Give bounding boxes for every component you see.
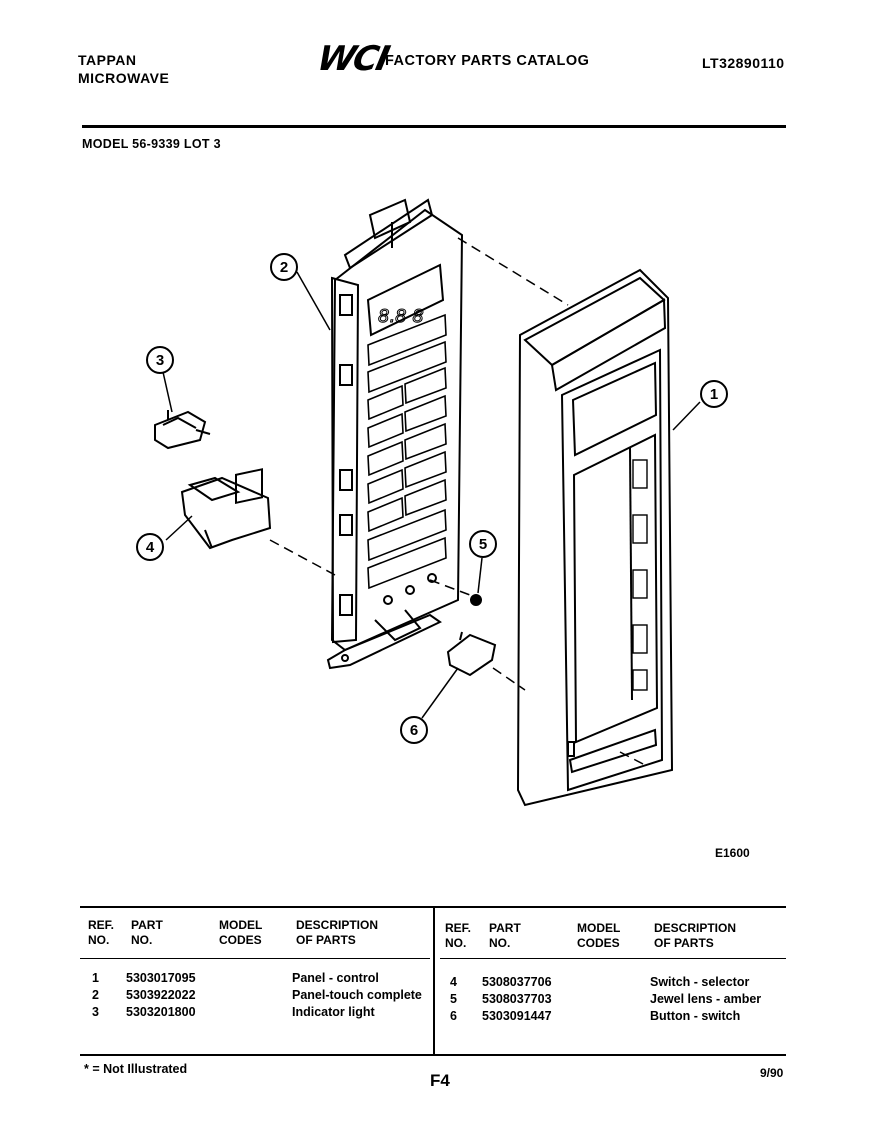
table-row: 3 [92, 1004, 99, 1021]
page-code: F4 [430, 1071, 450, 1090]
diagram-code: E1600 [715, 846, 750, 860]
callout-1 [700, 380, 728, 408]
callout-3 [146, 346, 174, 374]
svg-text:8.8 8: 8.8 8 [378, 306, 424, 327]
callout-label-1: 1 [710, 386, 718, 403]
callout-5 [469, 530, 497, 558]
table-bottom-rule [80, 1054, 786, 1056]
desc-cell: Indicator light [292, 1005, 375, 1019]
table-row: 6 [450, 1008, 457, 1025]
callout-4 [136, 533, 164, 561]
table-row: 2 [92, 987, 99, 1004]
header-ref-no: REF.NO. [88, 918, 115, 947]
product-name: MICROWAVE [78, 70, 170, 86]
callout-label-2: 2 [280, 259, 288, 276]
ref-cell: 3 [92, 1005, 99, 1019]
part-cell: 5308037703 [482, 992, 552, 1006]
table-top-rule [80, 906, 786, 908]
jewel-lens-drawing [470, 594, 482, 606]
exploded-parts-diagram: 8.8 8 [136, 198, 728, 807]
ref-cell: 2 [92, 988, 99, 1002]
desc-cell: Panel - control [292, 971, 379, 985]
not-illustrated-note: * = Not Illustrated [84, 1062, 188, 1076]
part-cell: 5308037706 [482, 975, 552, 989]
header-ref-no-right: REF.NO. [445, 921, 472, 950]
desc-cell: Button - switch [650, 1009, 741, 1023]
callout-6 [400, 716, 428, 744]
table-divider [433, 908, 435, 1056]
callout-label-5: 5 [479, 536, 487, 553]
callout-label-6: 6 [410, 722, 418, 739]
touch-panel-drawing: 8.8 8 [326, 198, 464, 670]
table-header-rule-right [440, 958, 786, 959]
table-row: 4 [450, 974, 457, 991]
indicator-light-drawing [154, 410, 211, 450]
callout-2 [270, 253, 298, 281]
print-date: 9/90 [760, 1066, 784, 1080]
catalog-number: LT32890110 [702, 55, 785, 71]
part-cell: 5303922022 [126, 988, 196, 1002]
ref-cell: 4 [450, 975, 457, 989]
callout-label-3: 3 [156, 352, 164, 369]
control-panel-drawing [516, 268, 674, 807]
header-rule [82, 125, 786, 128]
part-cell: 5303017095 [126, 971, 196, 985]
part-cell: 5303201800 [126, 1005, 196, 1019]
catalog-title: FACTORY PARTS CATALOG [385, 53, 590, 69]
table-row: 1 [92, 970, 99, 987]
ref-cell: 1 [92, 971, 99, 985]
table-row: 5 [450, 991, 457, 1008]
button-switch-drawing [446, 631, 497, 677]
ref-cell: 6 [450, 1009, 457, 1023]
ref-cell: 5 [450, 992, 457, 1006]
desc-cell: Jewel lens - amber [650, 992, 762, 1006]
table-header-rule-left [80, 958, 430, 959]
callout-label-4: 4 [146, 539, 155, 556]
model-line: MODEL 56-9339 LOT 3 [82, 137, 221, 151]
wci-logo: WCI [313, 39, 392, 79]
desc-cell: Switch - selector [650, 975, 750, 989]
brand-name: TAPPAN [78, 52, 137, 68]
part-cell: 5303091447 [482, 1009, 552, 1023]
selector-switch-drawing [180, 468, 272, 550]
desc-cell: Panel-touch complete [292, 988, 422, 1002]
